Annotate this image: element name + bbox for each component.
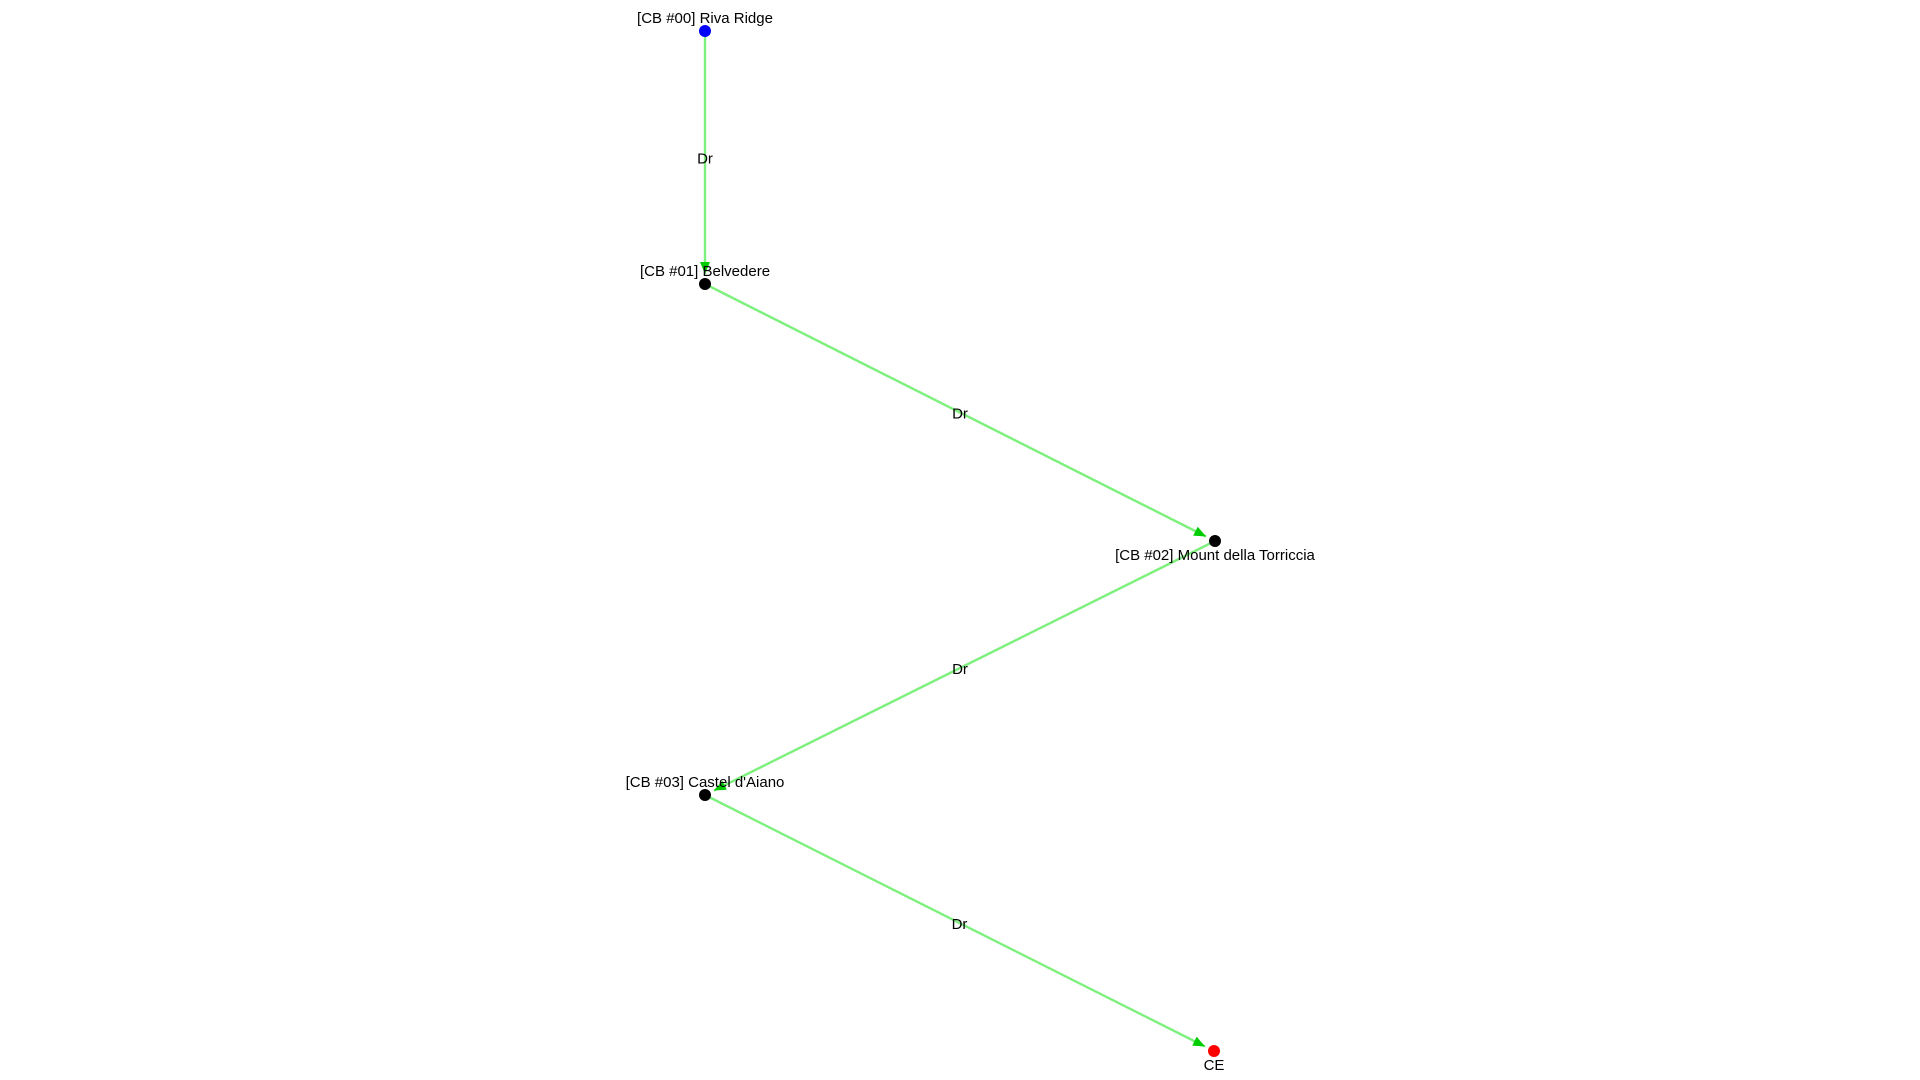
graph-edge-cb01-cb02 (704, 282, 1207, 538)
node-layer (699, 25, 1221, 1057)
graph-node-cb01[interactable] (699, 278, 711, 290)
node-label-cb02: [CB #02] Mount della Torriccia (1115, 547, 1315, 564)
graph-edge-cb03-ce (704, 793, 1206, 1048)
graph-node-cb03[interactable] (699, 789, 711, 801)
node-label-cb03: [CB #03] Castel d'Aiano (626, 774, 785, 791)
edge-label-3: Dr (952, 916, 968, 933)
graph-edge-cb02-cb03 (713, 539, 1216, 792)
graph-node-cb02[interactable] (1209, 535, 1221, 547)
edge-layer (700, 31, 1216, 1048)
graph-node-cb00[interactable] (699, 25, 711, 37)
node-label-ce: CE (1204, 1057, 1225, 1074)
graph-node-ce[interactable] (1208, 1045, 1220, 1057)
edge-label-0: Dr (697, 151, 713, 168)
edge-label-1: Dr (952, 406, 968, 423)
node-label-cb00: [CB #00] Riva Ridge (637, 10, 773, 27)
edge-label-2: Dr (952, 661, 968, 678)
node-label-cb01: [CB #01] Belvedere (640, 263, 770, 280)
